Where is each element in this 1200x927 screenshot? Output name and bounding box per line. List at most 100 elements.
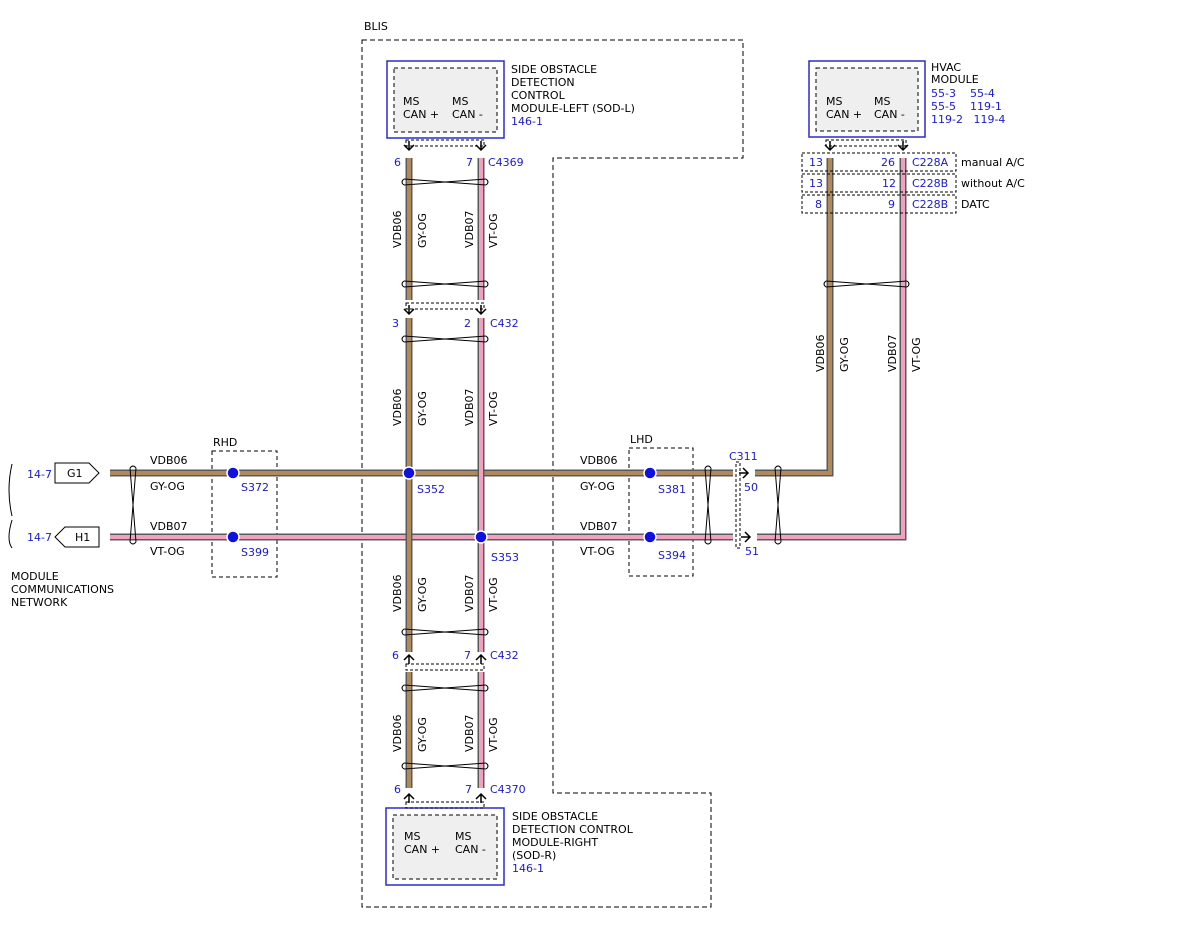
twist-sod-2-left-cap (401, 335, 405, 343)
g1-ref: 14-7 (27, 468, 52, 481)
twist-sod-2 (401, 335, 489, 343)
offpage-g1[interactable]: 14-7 G1 (8, 462, 100, 517)
c432-top-pin-b: 2 (464, 317, 471, 330)
v-vdb07-seg4: VDB07 (463, 714, 476, 752)
twist-sod-1 (401, 280, 489, 288)
hvac-variant3-pin-a: 8 (815, 198, 822, 211)
right-gyog-label: GY-OG (580, 480, 615, 493)
hvac-variant1-connector: C228A (912, 156, 949, 169)
s394-label: S394 (658, 549, 686, 562)
hvac-variant1-pin-b: 26 (881, 156, 895, 169)
sod-left-name-4: MODULE-LEFT (SOD-L) (511, 102, 635, 115)
twist-sod-4-right-cap (485, 684, 489, 692)
twist-lhd-lines (704, 467, 712, 543)
splice-points (226, 466, 657, 544)
twist-sod-3 (401, 628, 489, 636)
c432-bottom-outline (405, 663, 485, 671)
s353-splice-dot (474, 530, 488, 544)
twist-sod-0 (401, 178, 489, 186)
c4370-name: C4370 (490, 783, 526, 796)
sod-left-pin1-can: CAN + (403, 108, 439, 121)
v-vdb06-seg1: VDB06 (391, 210, 404, 248)
twist-lhd (704, 465, 712, 545)
twist-sod-5-left-cap (401, 762, 405, 770)
c432-top-pin-a: 3 (392, 317, 399, 330)
network-label-2: COMMUNICATIONS (11, 583, 114, 596)
v-vdb06-hvac: VDB06 (814, 334, 827, 372)
twist-left-top-cap (129, 465, 137, 469)
twist-sod-5-right-cap (485, 762, 489, 770)
sod-right-name-1: SIDE OBSTACLE (512, 810, 598, 823)
s399-splice-dot (226, 530, 240, 544)
twist-sod-4-lines (403, 684, 487, 692)
hvac-variant3-pin-b: 9 (888, 198, 895, 211)
hvac-variant3-name: DATC (961, 198, 990, 211)
right-vdb07-label: VDB07 (580, 520, 618, 533)
twist-sod-5 (401, 762, 489, 770)
rhd-label: RHD (213, 436, 237, 449)
twist-left (129, 465, 137, 545)
twist-hvac-lines (825, 280, 908, 288)
vertical-wire-labels: VDB06 GY-OG VDB07 VT-OG VDB06 GY-OG VDB0… (391, 210, 923, 752)
twist-sod-3-left-cap (401, 628, 405, 636)
rhd-region-outline (211, 450, 278, 578)
twist-c311-top-cap (774, 465, 782, 469)
blis-label: BLIS (364, 20, 388, 33)
right-vtog-label: VT-OG (580, 545, 615, 558)
c432-bottom-arrow-a (403, 653, 415, 664)
g1-label: G1 (67, 467, 83, 480)
hvac-variant3-connector: C228B (912, 198, 948, 211)
wires-layer (110, 158, 907, 788)
twist-sod-3-lines (403, 628, 487, 636)
c311-arrow-b (741, 531, 752, 543)
twist-c311-bottom-cap (774, 541, 782, 545)
h1-ref: 14-7 (27, 531, 52, 544)
lhd-region-outline (628, 447, 694, 577)
sod-right-pin1-can: CAN + (404, 843, 440, 856)
twist-sod-4 (401, 684, 489, 692)
v-gyog-seg2: GY-OG (416, 391, 429, 426)
hvac-pin2-ms: MS (874, 95, 890, 108)
twist-sod-0-lines (403, 178, 487, 186)
twist-left-bottom-cap (129, 541, 137, 545)
sod-right-module: MS CAN + MS CAN - SIDE OBSTACLE DETECTIO… (385, 807, 634, 886)
s352-label: S352 (417, 483, 445, 496)
s372-label: S372 (241, 481, 269, 494)
hvac-name-1: HVAC (931, 61, 961, 74)
c311-pin-b: 51 (745, 545, 759, 558)
hvac-variant1-pin-a: 13 (809, 156, 823, 169)
v-vtog-seg1: VT-OG (487, 213, 500, 248)
v-vtog-seg2: VT-OG (487, 391, 500, 426)
v-gyog-seg1: GY-OG (416, 213, 429, 248)
hvac-ref-2: 55-5 119-1 (931, 100, 1002, 113)
sod-left-pin1-ms: MS (403, 95, 419, 108)
c4370-outline (405, 801, 485, 809)
blis-region-outline (361, 39, 744, 908)
twist-lhd-top-cap (704, 465, 712, 469)
c4370-pin-b: 7 (465, 783, 472, 796)
c432-top-name: C432 (490, 317, 519, 330)
sod-right-name-2: DETECTION CONTROL (512, 823, 634, 836)
sod-left-pin2-ms: MS (452, 95, 468, 108)
twist-sod-4-left-cap (401, 684, 405, 692)
sod-right-pin2-can: CAN - (455, 843, 486, 856)
hvac-connector-variants: 13 26 C228A manual A/C 13 12 C228B witho… (801, 152, 1025, 214)
s352-splice-dot (402, 466, 416, 480)
hvac-pin1-ms: MS (826, 95, 842, 108)
c4369-arrow-a (403, 141, 415, 152)
offpage-h1[interactable]: 14-7 H1 (8, 519, 100, 549)
sod-right-ref: 146-1 (512, 862, 544, 875)
hvac-variant2-pin-a: 13 (809, 177, 823, 190)
v-vdb07-seg1: VDB07 (463, 210, 476, 248)
v-gyog-hvac: GY-OG (838, 337, 851, 372)
twist-hvac-right-cap (906, 280, 910, 288)
sod-left-module: MS CAN + MS CAN - SIDE OBSTACLE DETECTIO… (386, 60, 635, 139)
sod-left-name-1: SIDE OBSTACLE (511, 63, 597, 76)
c311-name: C311 (729, 450, 758, 463)
c4369-pin-a: 6 (394, 156, 401, 169)
v-vtog-seg3: VT-OG (487, 577, 500, 612)
v-vtog-seg4: VT-OG (487, 717, 500, 752)
hvac-variant1-name: manual A/C (961, 156, 1025, 169)
vtog-to-hvac (757, 158, 905, 539)
